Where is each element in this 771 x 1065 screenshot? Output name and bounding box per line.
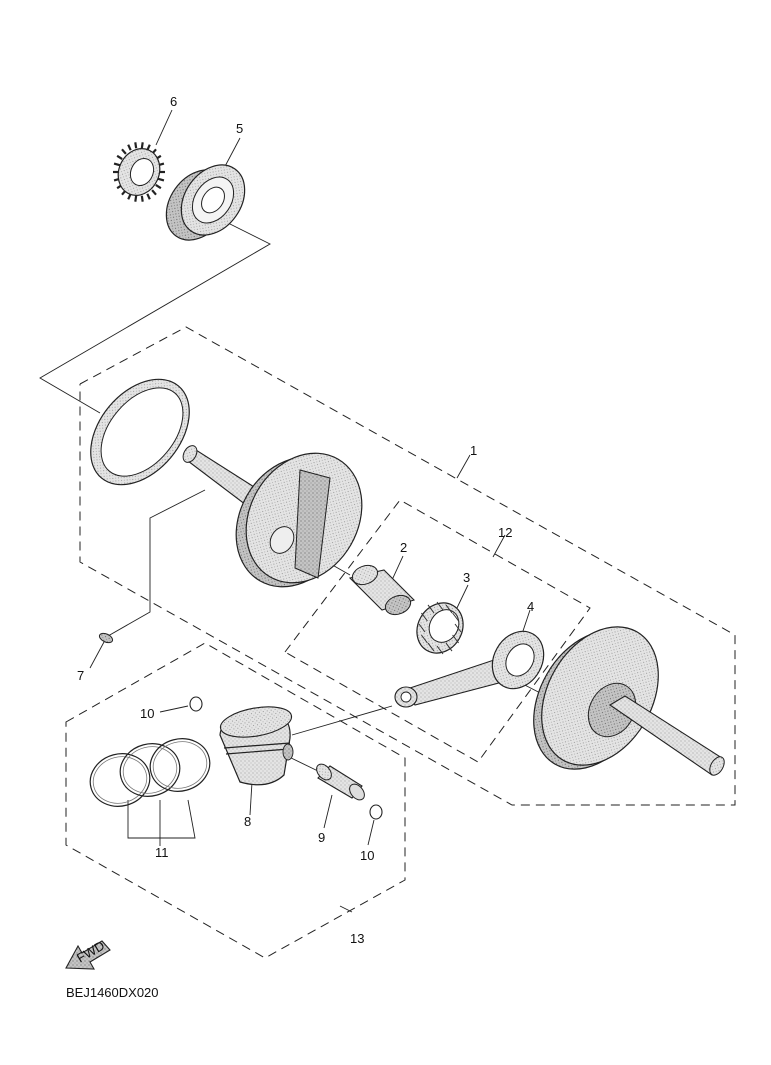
drawing-code: BEJ1460DX020 — [66, 985, 159, 1000]
needle-roller — [452, 612, 459, 622]
sprocket-tooth — [155, 184, 162, 190]
group-boundary-piston-kit — [65, 642, 406, 959]
callout-13: 13 — [350, 931, 364, 946]
oil-seal-part — [90, 378, 190, 486]
circlip-part-upper — [189, 696, 203, 712]
needle-roller — [436, 601, 444, 611]
callout-2: 2 — [400, 540, 407, 555]
callout-11: 11 — [155, 845, 169, 860]
needle-roller — [436, 645, 444, 655]
callout-1: 1 — [470, 443, 477, 458]
group-boundary-crankshaft-assembly — [79, 326, 736, 806]
crank-pin-part — [348, 564, 416, 616]
sprocket-tooth — [134, 195, 138, 202]
bearing-part — [165, 164, 246, 241]
group-boundary-connecting-rod-kit — [284, 499, 591, 763]
sprocket-tooth — [127, 144, 132, 151]
needle-roller — [427, 642, 435, 652]
callout-9: 9 — [318, 830, 325, 845]
needle-bearing-part — [416, 601, 464, 655]
needle-roller — [421, 612, 428, 622]
needle-roller — [452, 634, 459, 644]
callout-12: 12 — [498, 525, 512, 540]
callout-labels: 1 2 3 4 5 6 7 8 9 10 10 11 12 13 — [77, 94, 534, 946]
callout-3: 3 — [463, 570, 470, 585]
needle-roller — [454, 623, 462, 633]
crankshaft-right-part — [533, 626, 725, 776]
callout-4: 4 — [527, 599, 534, 614]
circlip-part-lower — [369, 804, 383, 820]
fwd-arrow-icon: FWD — [65, 938, 111, 970]
sprocket-tooth — [116, 154, 123, 160]
sprocket-tooth — [151, 189, 157, 196]
callout-10-lower: 10 — [360, 848, 374, 863]
sprocket-tooth — [121, 148, 127, 155]
timing-sprocket-part — [113, 142, 165, 202]
sprocket-tooth — [140, 195, 144, 202]
sprocket-tooth — [157, 177, 165, 182]
sprocket-tooth — [134, 142, 138, 149]
callout-10-upper: 10 — [140, 706, 154, 721]
needle-roller — [418, 623, 426, 633]
crankshaft-left-part — [182, 445, 363, 588]
callout-6: 6 — [170, 94, 177, 109]
needle-roller — [445, 604, 453, 614]
woodruff-key-part — [98, 632, 114, 644]
sprocket-tooth — [140, 142, 144, 149]
callout-5: 5 — [236, 121, 243, 136]
callout-7: 7 — [77, 668, 84, 683]
piston-part — [219, 706, 294, 786]
sprocket-tooth — [113, 162, 121, 167]
sprocket-tooth — [146, 193, 151, 200]
piston-pin-part — [316, 763, 365, 801]
needle-roller — [445, 642, 453, 652]
callout-8: 8 — [244, 814, 251, 829]
needle-roller — [427, 604, 435, 614]
needle-roller — [421, 634, 428, 644]
piston-rings-part — [89, 738, 211, 807]
connecting-rod-part — [394, 630, 545, 708]
